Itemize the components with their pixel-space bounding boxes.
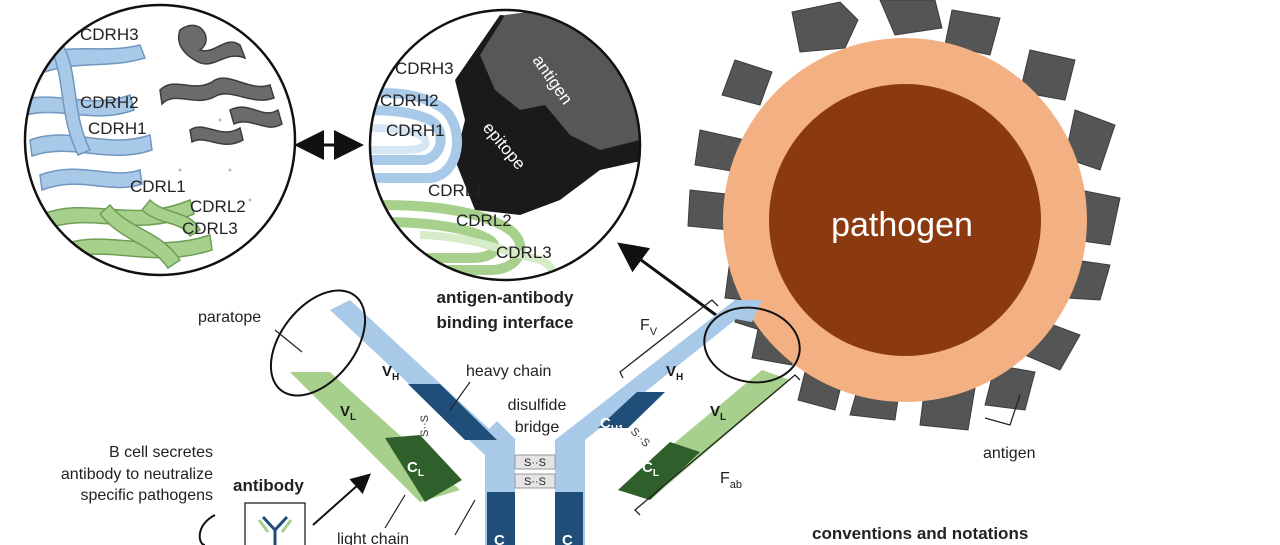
interface-caption-line2: binding interface xyxy=(437,313,574,332)
schematic-label-cdrl2: CDRL2 xyxy=(456,211,512,230)
left-vl-label: VL xyxy=(340,403,356,423)
schematic-label-cdrh2: CDRH2 xyxy=(380,91,439,110)
schematic-view-circle: CDRH3 CDRH2 CDRH1 CDRL1 CDRL2 CDRL3 anti… xyxy=(368,8,642,282)
paratope-ellipse xyxy=(269,289,367,397)
stem-c-label-right: C xyxy=(562,532,573,545)
heavy-chain-loops-highlight xyxy=(370,124,430,154)
stem-constant-right xyxy=(555,492,583,545)
structure-label-cdrh3: CDRH3 xyxy=(80,25,139,44)
right-arm-ss: S··S xyxy=(628,426,652,450)
disulfide-ss-1: S··S xyxy=(524,457,546,469)
fab-label: Fab xyxy=(720,470,742,491)
structure-view-circle: CDRH3 CDRH2 CDRH1 CDRL1 CDRL2 CDRL3 xyxy=(23,3,297,277)
contact-ellipse xyxy=(703,306,801,384)
bcell-antibody-label: antibody xyxy=(233,476,304,495)
bcell-curve-arrow-icon xyxy=(198,514,216,545)
disulfide-ss-2: S··S xyxy=(524,476,546,488)
schematic-label-cdrh3: CDRH3 xyxy=(395,59,454,78)
structure-label-cdrl1: CDRL1 xyxy=(130,177,186,196)
light-chain-pointer xyxy=(384,494,406,529)
disulfide-label-line1: disulfide xyxy=(508,397,567,414)
right-vl-label: VL xyxy=(710,403,726,423)
light-chain-label: light chain xyxy=(337,531,409,545)
zoom-arrow-icon xyxy=(617,242,721,320)
structure-label-cdrh1: CDRH1 xyxy=(88,119,147,138)
disulfide-label-line2: bridge xyxy=(515,419,560,436)
mini-antibody-icon xyxy=(257,515,293,545)
heavy-chain-pointer xyxy=(449,381,471,411)
structure-label-cdrl2: CDRL2 xyxy=(190,197,246,216)
right-cl-domain xyxy=(618,442,700,500)
heavy-chain-label: heavy chain xyxy=(466,363,551,380)
left-cl-label: CL xyxy=(407,459,424,479)
disulfide-box-2 xyxy=(514,473,556,489)
fv-bracket xyxy=(619,299,719,379)
antibody-schematic: C C S··S S··S VH VL CH1 CL VH VL CH1 CL … xyxy=(290,300,790,545)
light-chain-loops-highlight xyxy=(419,231,557,280)
stem-c-label-left: C xyxy=(494,532,505,545)
left-arm-ss: S··S xyxy=(419,415,431,437)
interface-caption-line1: antigen-antibody xyxy=(437,288,574,307)
fab-bracket xyxy=(634,374,801,516)
right-ch1-label: CH1 xyxy=(600,415,624,435)
right-vh-tip xyxy=(730,300,762,322)
bcell-text-line1: B cell secretes xyxy=(109,444,213,461)
right-ch1-domain xyxy=(598,392,665,428)
structure-label-cdrl3: CDRL3 xyxy=(182,219,238,238)
right-vh-domain xyxy=(555,300,760,440)
light-chain-ribbon xyxy=(39,198,213,270)
left-ch1-label: CH1 xyxy=(420,415,444,435)
stem-constant-left xyxy=(487,492,515,545)
left-ch1-domain xyxy=(408,384,497,440)
bcell-arrow-icon xyxy=(312,473,371,526)
pathogen-antigen-label: antigen xyxy=(983,445,1036,462)
left-vh-label: VH xyxy=(382,363,399,383)
left-cl-domain xyxy=(385,435,462,502)
right-cl-label: CL xyxy=(642,459,659,479)
light-chain-loops xyxy=(379,200,526,275)
schematic-label-cdrl1: CDRL1 xyxy=(428,181,484,200)
pathogen-cell: pathogen antigen xyxy=(687,0,1121,462)
paratope-label: paratope xyxy=(198,309,261,326)
conventions-heading: conventions and notations xyxy=(812,524,1028,543)
right-vh-label: VH xyxy=(666,363,683,383)
disulfide-box-1 xyxy=(514,454,556,470)
bcell-text-line2: antibody to neutralize xyxy=(61,466,213,483)
bcell-text-line3: specific pathogens xyxy=(80,487,213,504)
antigen-helix xyxy=(159,24,283,145)
light-chain-pointer-2 xyxy=(454,499,476,536)
structure-label-cdrh2: CDRH2 xyxy=(80,93,139,112)
heavy-chain-loops xyxy=(370,88,462,183)
pathogen-label: pathogen xyxy=(831,206,973,244)
paratope-pointer xyxy=(274,329,303,353)
schematic-label-cdrl3: CDRL3 xyxy=(496,243,552,262)
fv-label: FV xyxy=(640,317,658,338)
left-vh-tip xyxy=(340,306,365,320)
schematic-label-cdrh1: CDRH1 xyxy=(386,121,445,140)
antigen-pointer xyxy=(984,394,1021,426)
